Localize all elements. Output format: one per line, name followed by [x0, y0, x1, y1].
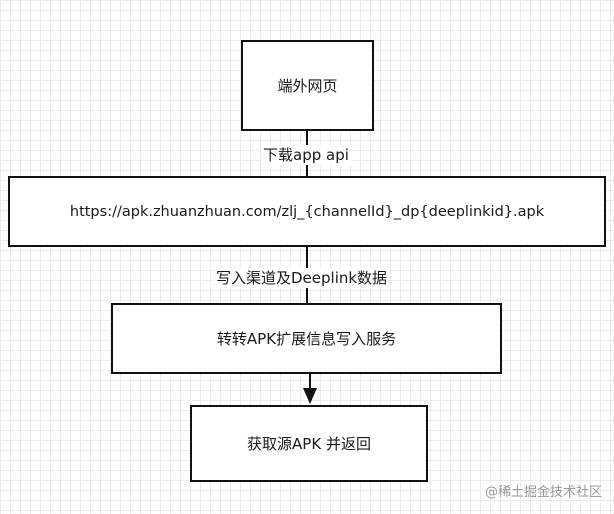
node-label: https://apk.zhuanzhuan.com/zlj_{channelI… — [69, 203, 545, 220]
watermark: @稀土掘金技术社区 — [484, 485, 602, 500]
node-apk-url: https://apk.zhuanzhuan.com/zlj_{channelI… — [8, 176, 606, 247]
node-fetch-source-apk: 获取源APK 并返回 — [190, 405, 428, 482]
node-label: 端外网页 — [277, 77, 338, 95]
edge-label-download-api: 下载app api — [261, 145, 351, 165]
arrowhead — [303, 388, 317, 404]
node-label: 获取源APK 并返回 — [247, 435, 371, 453]
edge-label-write-channel-deeplink: 写入渠道及Deeplink数据 — [214, 268, 390, 288]
node-apk-write-service: 转转APK扩展信息写入服务 — [111, 303, 502, 374]
node-external-webpage: 端外网页 — [241, 40, 374, 131]
node-label: 转转APK扩展信息写入服务 — [216, 330, 397, 348]
